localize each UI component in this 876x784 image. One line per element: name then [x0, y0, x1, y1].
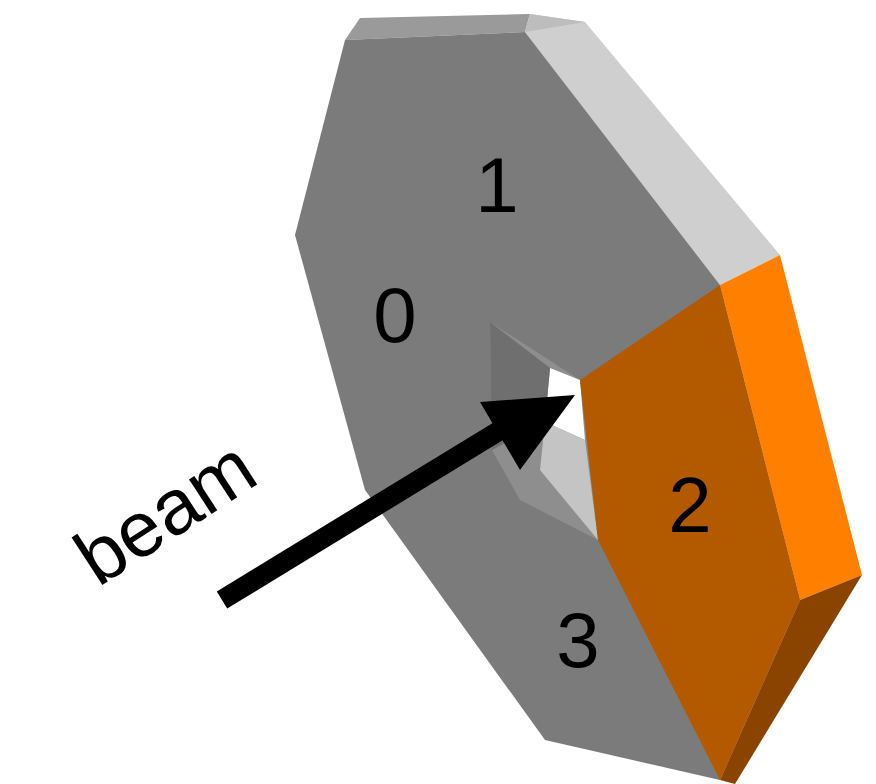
ring-front-face: [295, 32, 800, 780]
beam-label: beam: [62, 426, 268, 598]
segment-number: 0: [373, 276, 416, 354]
segment-number: 1: [475, 146, 518, 224]
segment-front-face: [580, 285, 800, 780]
beam-arrow-shaft: [222, 418, 520, 600]
segment-number: 2: [668, 466, 711, 544]
ring-edge: [525, 14, 585, 32]
segment-number: 3: [556, 601, 599, 679]
beam-arrow-head: [480, 395, 575, 470]
